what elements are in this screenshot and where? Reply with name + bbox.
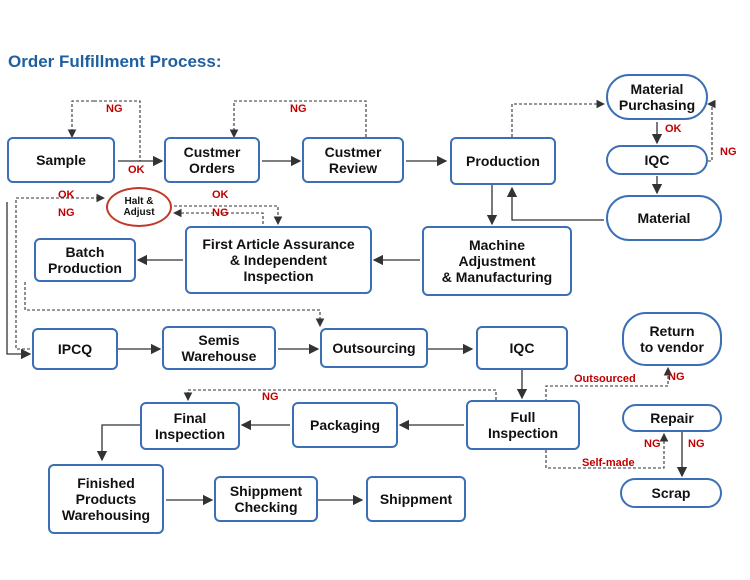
shippment-checking-node: Shippment Checking bbox=[214, 476, 318, 522]
ng-label-iqc-top: NG bbox=[720, 146, 737, 158]
custmer-orders-node: Custmer Orders bbox=[164, 137, 260, 183]
ng-label-return: NG bbox=[668, 371, 685, 383]
final-inspection-node: Final Inspection bbox=[140, 402, 240, 450]
shippment-node: Shippment bbox=[366, 476, 466, 522]
iqc-top-node: IQC bbox=[606, 145, 708, 175]
ok-label-halt-right: OK bbox=[212, 189, 229, 201]
ng-label-review: NG bbox=[290, 103, 307, 115]
full-inspection-node: Full Inspection bbox=[466, 400, 580, 450]
halt-adjust-node: Halt & Adjust bbox=[106, 187, 172, 227]
sample-node: Sample bbox=[7, 137, 115, 183]
batch-production-node: Batch Production bbox=[34, 238, 136, 282]
custmer-review-node: Custmer Review bbox=[302, 137, 404, 183]
outsourcing-node: Outsourcing bbox=[320, 328, 428, 368]
ng-label-halt-left: NG bbox=[58, 207, 75, 219]
material-node: Material bbox=[606, 195, 722, 241]
ipcq-node: IPCQ bbox=[32, 328, 118, 370]
packaging-node: Packaging bbox=[292, 402, 398, 448]
machine-adjustment-node: Machine Adjustment & Manufacturing bbox=[422, 226, 572, 296]
self-made-label: Self-made bbox=[582, 457, 635, 469]
return-to-vendor-node: Return to vendor bbox=[622, 312, 722, 366]
ok-label-sample: OK bbox=[128, 164, 145, 176]
repair-node: Repair bbox=[622, 404, 722, 432]
scrap-node: Scrap bbox=[620, 478, 722, 508]
page-title: Order Fulfillment Process: bbox=[8, 52, 222, 71]
material-purchasing-node: Material Purchasing bbox=[606, 74, 708, 120]
finished-warehousing-node: Finished Products Warehousing bbox=[48, 464, 164, 534]
ok-label-purchasing: OK bbox=[665, 123, 682, 135]
semis-warehouse-node: Semis Warehouse bbox=[162, 326, 276, 370]
ng-label-repair-right: NG bbox=[688, 438, 705, 450]
outsourced-label: Outsourced bbox=[574, 373, 636, 385]
first-article-node: First Article Assurance & Independent In… bbox=[185, 226, 372, 294]
ng-label-repair-left: NG bbox=[644, 438, 661, 450]
production-node: Production bbox=[450, 137, 556, 185]
ng-label-sample: NG bbox=[106, 103, 123, 115]
iqc-mid-node: IQC bbox=[476, 326, 568, 370]
ok-label-halt-left: OK bbox=[58, 189, 75, 201]
ng-label-final: NG bbox=[262, 391, 279, 403]
ng-label-halt-right: NG bbox=[212, 207, 229, 219]
